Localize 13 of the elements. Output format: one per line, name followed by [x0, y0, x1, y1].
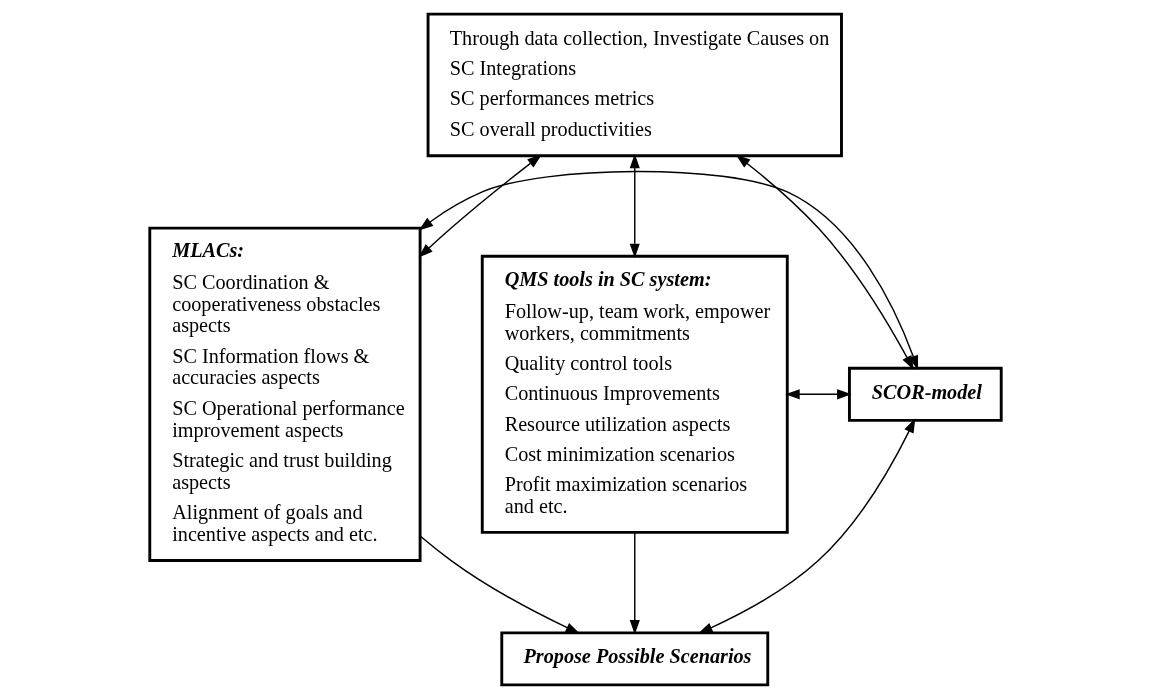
- arrow: [418, 170, 919, 371]
- node-box: Through data collection, Investigate Causes on SC Integrations SC performances metrics SC overall productivities: [426, 12, 843, 158]
- arrow: [698, 418, 916, 634]
- node-box: Propose Possible Scenarios: [500, 631, 770, 687]
- arrow: [629, 532, 640, 635]
- arrow: [735, 154, 914, 371]
- node-box: QMS tools in SC system: Follow-up, team work, empower workers, commitments Quality control tools Continuous Improvements Resource utilization aspects Cost minimization scenarios Profit maximization scenarios and etc.: [480, 254, 789, 534]
- arrow: [419, 535, 580, 634]
- arrow: [629, 153, 640, 259]
- node-box: MLACs: SC Coordination & cooperativeness obstacles aspects SC Information flows & accuracies aspects SC Operational performance improvement aspects Strategic and trust building aspects Alignment of goals and incentive aspects and etc.: [148, 226, 422, 562]
- node-box: SCOR-model: [848, 366, 1003, 422]
- arrow: [785, 389, 852, 400]
- arrow: [418, 154, 542, 258]
